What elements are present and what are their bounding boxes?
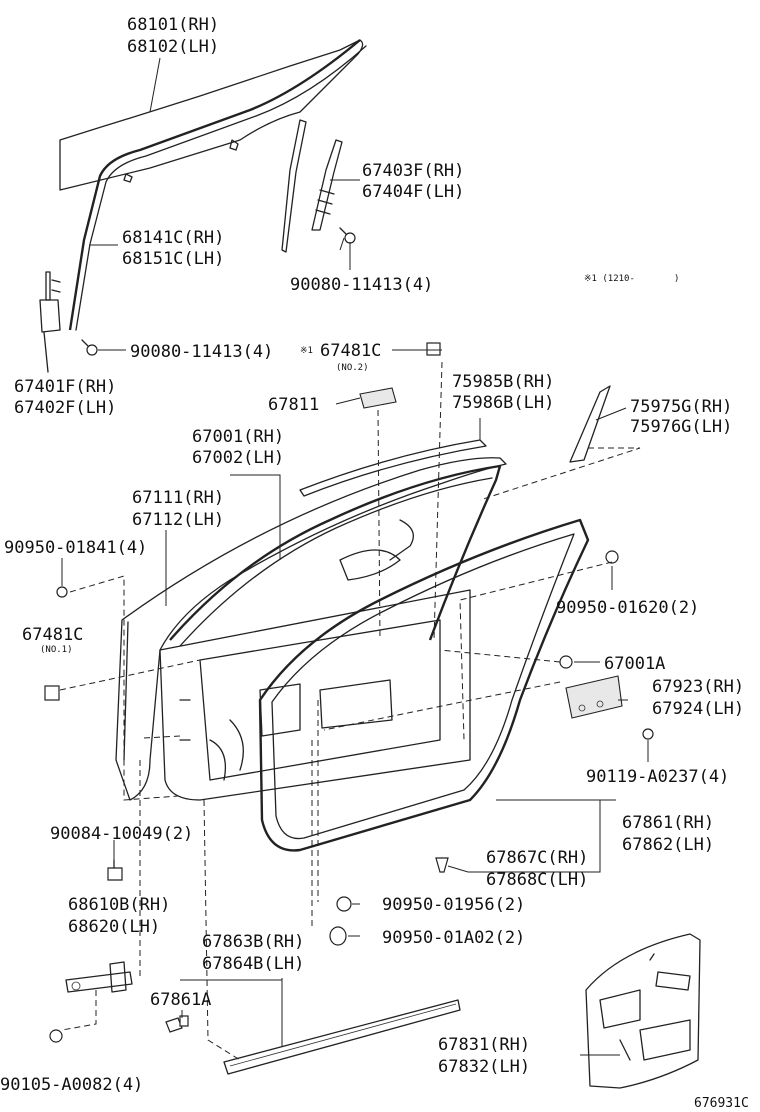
label-rear-channel-rh: 67403F(RH) bbox=[362, 161, 464, 181]
label-plug-a: 90950-01956(2) bbox=[382, 895, 525, 915]
belt-moulding-outer bbox=[299, 439, 487, 497]
note-range: ※1 (1210- bbox=[584, 274, 635, 284]
note-clip-lower-left: (NO.1) bbox=[40, 645, 73, 655]
label-lower-strip-rh: 67863B(RH) bbox=[202, 932, 304, 952]
door-frame bbox=[169, 464, 502, 647]
label-hinge-bolt: 90084-10049(2) bbox=[50, 824, 193, 844]
label-weatherstrip-lh: 67862(LH) bbox=[622, 835, 714, 855]
bolt-icon bbox=[49, 1029, 63, 1043]
door-inner-panel bbox=[159, 519, 471, 801]
weatherstrip bbox=[258, 518, 590, 852]
label-belt-outer-lh: 75986B(LH) bbox=[452, 393, 554, 413]
label-check-lh: 68620(LH) bbox=[68, 917, 160, 937]
bolt-icon bbox=[642, 728, 654, 740]
label-door-frame-rh: 67111(RH) bbox=[132, 488, 224, 508]
label-service-hole-cover-lh: 67832(LH) bbox=[438, 1057, 530, 1077]
front-lower-channel bbox=[39, 271, 61, 373]
label-retainer-rh: 67867C(RH) bbox=[486, 848, 588, 868]
label-bolt-upper: 90080-11413(4) bbox=[290, 275, 433, 295]
lower-moulding-strip bbox=[223, 999, 461, 1075]
bolt-icon bbox=[107, 859, 123, 881]
clip-icon bbox=[44, 685, 60, 701]
clip-icon bbox=[56, 586, 68, 598]
label-pad-upper: 67811 bbox=[268, 395, 319, 415]
service-hole-cover bbox=[585, 933, 701, 1089]
cover-67923 bbox=[565, 675, 623, 719]
label-garnish-lh: 75976G(LH) bbox=[630, 417, 732, 437]
label-door-panel-lh: 67002(LH) bbox=[192, 448, 284, 468]
label-door-panel-rh: 67001(RH) bbox=[192, 427, 284, 447]
hole-plug-icon bbox=[329, 926, 347, 946]
label-lower-strip-lh: 67864B(LH) bbox=[202, 954, 304, 974]
label-weatherstrip-rh: 67861(RH) bbox=[622, 813, 714, 833]
label-bolt-lower: 90105-A0082(4) bbox=[0, 1075, 143, 1095]
hole-plug-icon bbox=[559, 655, 573, 669]
label-service-hole-cover-rh: 67831(RH) bbox=[438, 1035, 530, 1055]
label-run-channel-lh: 68151C(LH) bbox=[122, 249, 224, 269]
note-range-close: ) bbox=[674, 274, 679, 284]
rear-lower-channel bbox=[281, 119, 343, 253]
label-bolt-mid: 90080-11413(4) bbox=[130, 342, 273, 362]
clip-icon bbox=[426, 342, 441, 356]
label-garnish-rh: 75975G(RH) bbox=[630, 397, 732, 417]
label-glass-rh: 68101(RH) bbox=[127, 15, 219, 35]
label-run-channel-rh: 68141C(RH) bbox=[122, 228, 224, 248]
clip-icon bbox=[165, 1017, 183, 1033]
label-strip-clip: 67861A bbox=[150, 990, 211, 1010]
pad-67811 bbox=[359, 387, 397, 409]
note-clip-upper: (NO.2) bbox=[336, 363, 369, 373]
door-check bbox=[65, 961, 133, 993]
glass-run-channel bbox=[68, 39, 367, 331]
garnish-icon bbox=[569, 385, 611, 463]
label-clip-upper: 67481C bbox=[320, 341, 381, 361]
door-outer-panel bbox=[115, 457, 507, 801]
note-mark-upper: ※1 bbox=[300, 346, 313, 356]
label-door-frame-lh: 67112(LH) bbox=[132, 510, 224, 530]
label-cover-lh: 67924(LH) bbox=[652, 699, 744, 719]
clip-icon bbox=[605, 550, 619, 564]
figure-id: 676931C bbox=[694, 1096, 749, 1111]
label-cover-rh: 67923(RH) bbox=[652, 677, 744, 697]
leader-lines bbox=[61, 57, 649, 1056]
dashed-guides bbox=[59, 361, 641, 1061]
label-clip-right: 90950-01620(2) bbox=[556, 598, 699, 618]
bolt-icon bbox=[81, 339, 98, 356]
retainer-icon bbox=[435, 857, 449, 873]
label-screw-cover: 90119-A0237(4) bbox=[586, 767, 729, 787]
bolt-icon bbox=[339, 227, 356, 244]
label-retainer-lh: 67868C(LH) bbox=[486, 870, 588, 890]
label-hole-plug: 67001A bbox=[604, 654, 665, 674]
label-belt-outer-rh: 75985B(RH) bbox=[452, 372, 554, 392]
label-clip-lower-left: 67481C bbox=[22, 625, 83, 645]
label-front-channel-rh: 67401F(RH) bbox=[14, 377, 116, 397]
hole-plug-icon bbox=[336, 896, 352, 912]
label-front-channel-lh: 67402F(LH) bbox=[14, 398, 116, 418]
label-plug-b: 90950-01A02(2) bbox=[382, 928, 525, 948]
label-check-rh: 68610B(RH) bbox=[68, 895, 170, 915]
label-rear-channel-lh: 67404F(LH) bbox=[362, 182, 464, 202]
door-glass bbox=[59, 39, 364, 191]
label-glass-lh: 68102(LH) bbox=[127, 37, 219, 57]
label-clip-left: 90950-01841(4) bbox=[4, 538, 147, 558]
